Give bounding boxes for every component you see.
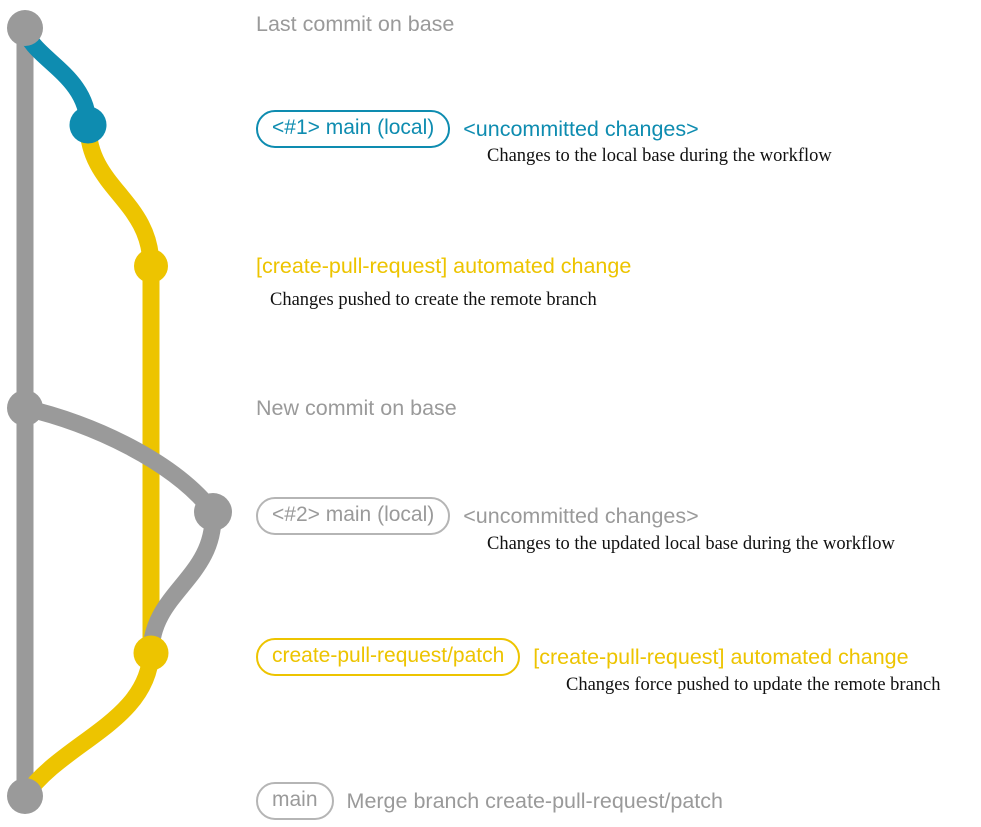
branch-badge-create-pull-request-patch[interactable]: create-pull-request/patch [256,638,521,676]
branch-badge-main-local-2[interactable]: <#2> main (local) [256,497,451,535]
entry-automated-change-1: [create-pull-request] automated change [256,254,631,278]
entry-headline-commit-1-local: <uncommitted changes> [463,117,699,141]
edge-base-2-to-local-2 [16,399,222,521]
graph-nodes [7,10,232,814]
entry-subtext-commit-1-local: Changes to the local base during the wor… [487,146,832,166]
entry-headline-commit-2-local: <uncommitted changes> [463,504,699,528]
node-last-commit-on-base [7,10,43,46]
node-new-commit-on-base [7,390,43,426]
entry-last-commit-on-base: Last commit on base [256,12,454,36]
node-merge-commit [7,778,43,814]
edge-local-1-to-patch-1 [79,116,160,275]
entry-headline-new-commit-on-base: New commit on base [256,396,457,420]
entry-subtext-automated-change-2: Changes force pushed to update the remot… [566,675,941,695]
branch-badge-main-local-1[interactable]: <#1> main (local) [256,110,451,148]
node-commit-1-local [69,106,107,144]
edge-local-2-to-patch-2 [142,503,222,662]
entry-automated-change-2: create-pull-request/patch [create-pull-r… [256,638,909,676]
entry-merge-commit: main Merge branch create-pull-request/pa… [256,782,723,820]
branch-badge-main[interactable]: main [256,782,334,820]
entry-subtext-commit-2-local: Changes to the updated local base during… [487,534,895,554]
entry-new-commit-on-base: New commit on base [256,396,457,420]
entry-subtext-automated-change-1: Changes pushed to create the remote bran… [270,290,597,310]
entry-headline-merge-commit: Merge branch create-pull-request/patch [346,789,723,813]
entry-headline-automated-change-2: [create-pull-request] automated change [533,645,909,669]
entry-commit-1-local: <#1> main (local) <uncommitted changes> [256,110,699,148]
entry-headline-last-commit-on-base: Last commit on base [256,12,455,36]
edge-patch-2-to-merge [16,644,160,805]
node-commit-2-local [194,493,232,531]
entry-commit-2-local: <#2> main (local) <uncommitted changes> [256,497,699,535]
entry-headline-automated-change-1: [create-pull-request] automated change [256,254,632,278]
node-automated-change-2 [133,635,169,671]
node-automated-change-1 [134,249,168,283]
